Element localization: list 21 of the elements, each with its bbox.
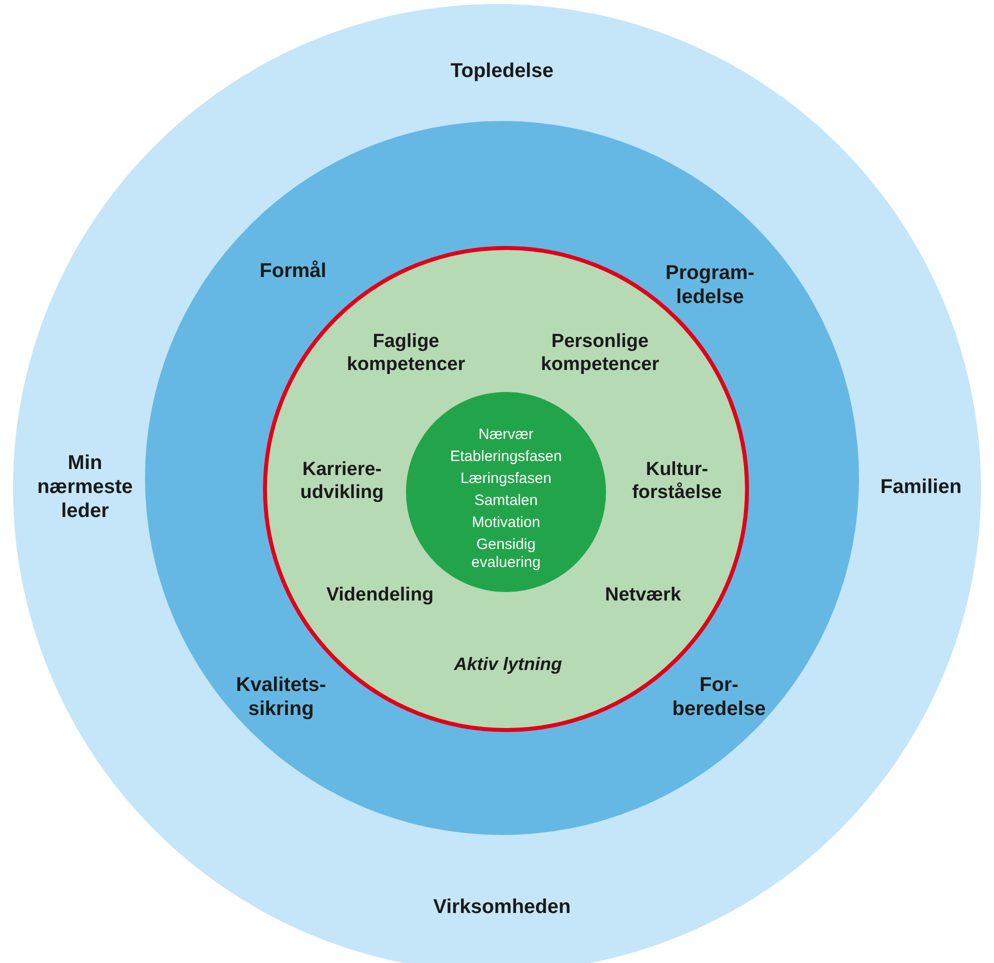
ring-label: Aktiv lytning	[452, 654, 563, 676]
ring-label: Min nærmeste leder	[36, 451, 134, 523]
ring-label: Familien	[879, 475, 963, 499]
ring-label: For- beredelse	[671, 673, 767, 721]
ring-label: Personlige kompetencer	[540, 331, 660, 377]
ring-label: Netværk	[604, 584, 682, 608]
ring-label: Topledelse	[450, 59, 554, 83]
ring-label: Karriere- udvikling	[299, 459, 385, 505]
ring-label: Virksomheden	[432, 895, 572, 919]
core-label: Gensidig evaluering	[470, 536, 542, 572]
ring-label: Faglige kompetencer	[346, 331, 466, 377]
ring-label: Kvalitets- sikring	[234, 673, 328, 721]
ring-label: Videndeling	[325, 584, 435, 608]
core-label: Nærvær	[478, 426, 534, 444]
core-label: Etableringsfasen	[449, 448, 563, 466]
ring-label: Kultur- forståelse	[631, 459, 723, 505]
ring-label: Program- ledelse	[664, 261, 756, 309]
core-label: Læringsfasen	[460, 470, 552, 488]
ring-label: Formål	[258, 259, 328, 283]
core-label: Motivation	[470, 514, 542, 532]
core-label: Samtalen	[473, 492, 539, 510]
